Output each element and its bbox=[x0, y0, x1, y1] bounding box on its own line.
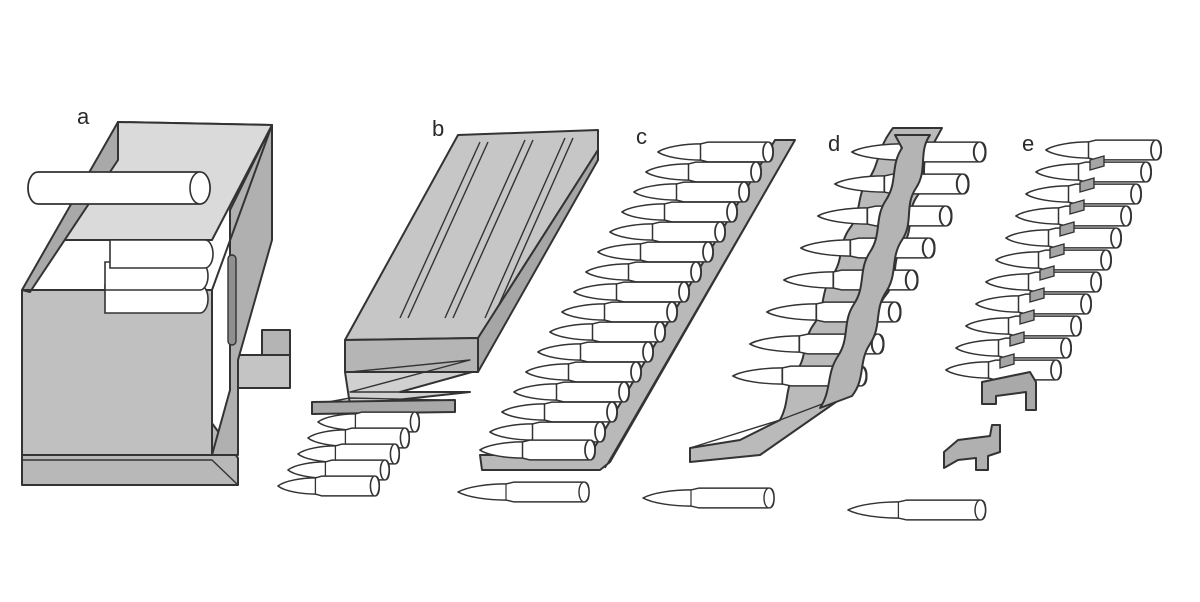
belt-pouch-drawing bbox=[277, 129, 599, 497]
clip-strip-drawing bbox=[457, 139, 796, 503]
label-a: a bbox=[77, 104, 90, 129]
label-e: e bbox=[1022, 131, 1035, 156]
label-c: c bbox=[636, 124, 647, 149]
label-d: d bbox=[828, 131, 841, 156]
ammunition-box-drawing bbox=[21, 121, 291, 486]
label-b: b bbox=[432, 116, 445, 141]
link-belt-drawing bbox=[847, 139, 1162, 521]
wavy-belt-drawing bbox=[642, 127, 987, 509]
